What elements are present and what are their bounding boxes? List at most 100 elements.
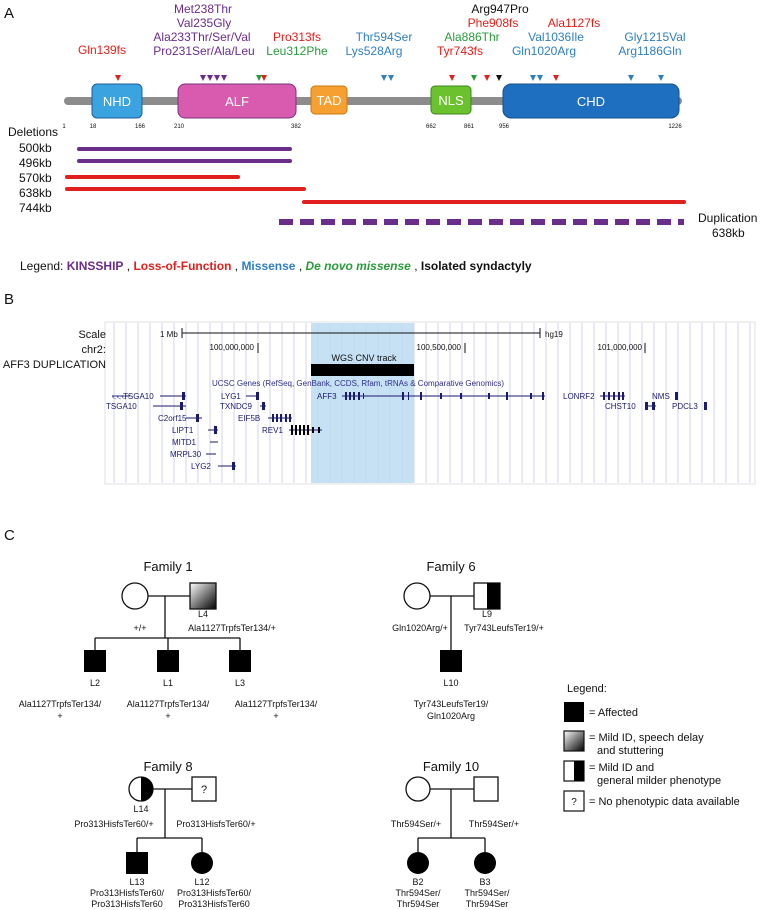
gene-exon (675, 392, 678, 400)
legend-mild-1a: = Mild ID, speech delay (589, 732, 704, 744)
genotype: Ala1127TrpfsTer134/ (235, 699, 318, 709)
genotype: Pro313HisfsTer60/ (177, 888, 252, 898)
position-label: 1226 (668, 124, 682, 130)
position-label: 18 (90, 124, 97, 130)
duplication-size: 638kb (712, 226, 745, 240)
gene-name: LYG2 (191, 462, 211, 471)
domain-chd (502, 83, 680, 119)
gene-exon (440, 393, 442, 399)
legend-sep: , (299, 259, 306, 273)
gene-exon (652, 402, 655, 410)
legend-title: Legend: (567, 683, 607, 695)
gene-names: <<< TSGA10 TSGA10 LYG1 AFF3 LONRF2 NMS C… (106, 392, 698, 471)
pedigree-family-10: Family 10 Thr594Ser/+ Thr594Ser/+ B2 B3 … (391, 759, 519, 909)
legend-affected: = Affected (589, 707, 638, 719)
position-label: 166 (135, 124, 146, 130)
genotype: + (57, 711, 62, 721)
gene-exon (318, 427, 320, 433)
gene-exon (285, 414, 287, 422)
genotype: Tyr743LeufsTer19/+ (464, 623, 544, 633)
marker-black (496, 75, 502, 81)
mutation-label: Gln139fs (78, 43, 126, 57)
legend-unknown-symbol (563, 790, 585, 812)
father-symbol-mild (189, 582, 217, 610)
individual-id: B3 (479, 877, 490, 887)
pedigree-family-6: Family 6 L9 Tyr743LeufsTer19/+ Gln1020Ar… (392, 559, 544, 721)
individual-id: L1 (163, 678, 173, 688)
gene-exon (488, 393, 490, 399)
deletion-label: 500kb (19, 141, 52, 155)
genotype: Thr594Ser/+ (391, 819, 441, 829)
father-symbol-half-fill (487, 583, 500, 609)
gene-exon (180, 402, 183, 410)
gene-exon (645, 402, 648, 410)
gene-name: MITD1 (172, 438, 197, 447)
gene-exon (704, 402, 707, 410)
genotype: Pro313HisfsTer60/+ (74, 819, 153, 829)
gene-exon (408, 392, 409, 400)
child-affected (191, 852, 213, 874)
panel-c-label: C (4, 527, 15, 544)
panel-c: C Family 1 L4 Ala1127TrpfsTer134/+ +/+ L… (4, 527, 740, 909)
genotype: Thr594Ser/ (395, 888, 441, 898)
deletions-title: Deletions (8, 125, 58, 139)
domain-label: ALF (225, 94, 249, 109)
gene-exon (613, 392, 615, 400)
genotype: Thr594Ser/ (464, 888, 510, 898)
legend-mild-1b: and stuttering (597, 745, 664, 757)
domain-labels: NHD ALF TAD NLS CHD (103, 93, 605, 109)
legend-half-symbol-fill (574, 761, 584, 781)
gene-exon (618, 392, 620, 400)
marker-blue (658, 75, 664, 81)
position-label: 382 (291, 124, 302, 130)
genotype: Pro313HisfsTer60 (91, 899, 163, 909)
gene-exon (307, 425, 309, 435)
residue-positions: 1 18 166 210 382 662 861 956 1226 (62, 124, 682, 130)
marker-red (553, 75, 559, 81)
mutation-label: Ala233Thr/Ser/Val (153, 30, 250, 44)
deletion-bars (65, 147, 686, 204)
child-affected (84, 650, 106, 672)
marker-blue (537, 75, 543, 81)
marker-purple (221, 75, 227, 81)
gene-exon (460, 393, 462, 399)
coord-label: 100,500,000 (417, 343, 462, 352)
mutation-label: Tyr743fs (437, 44, 483, 58)
father-symbol (473, 776, 499, 802)
mutation-label: Gly1215Val (624, 30, 685, 44)
pedigree-family-8: Family 8 ? L14 Pro313HisfsTer60/+ Pro313… (74, 759, 255, 909)
coord-label: 101,000,000 (598, 343, 643, 352)
gene-models (112, 392, 707, 470)
genotype: Gln1020Arg/+ (392, 623, 448, 633)
family-title: Family 1 (143, 559, 192, 574)
marker-blue (530, 75, 536, 81)
domain-label: NLS (438, 93, 464, 108)
deletion-label: 744kb (19, 201, 52, 215)
gene-exon (506, 392, 508, 400)
legend-mild-2b: general milder phenotype (597, 775, 721, 787)
genotype: Thr594Ser/+ (469, 819, 519, 829)
gene-exon (542, 392, 544, 400)
individual-id: L2 (90, 678, 100, 688)
panel-b: B Scale chr2: AFF3 DUPLICATION 1 Mb hg19… (3, 291, 756, 485)
position-label: 956 (499, 124, 510, 130)
position-label: 210 (174, 124, 185, 130)
legend-missense: Missense (241, 259, 295, 273)
panel-a-label: A (4, 5, 14, 22)
genotype: Pro313HisfsTer60 (178, 899, 250, 909)
marker-green (471, 75, 477, 81)
gene-exon (402, 392, 404, 400)
gene-exon (272, 414, 274, 422)
individual-id: B2 (412, 877, 423, 887)
marker-purple (207, 75, 213, 81)
mutation-label: Leu312Phe (266, 44, 328, 58)
legend-unknown-mark: ? (571, 797, 577, 808)
pedigree-legend: Legend: = Affected = Mild ID, speech del… (563, 683, 740, 812)
domain-label: TAD (316, 93, 341, 108)
panel-a-legend: Legend: KINSSHIP , Loss-of-Function , Mi… (20, 259, 532, 273)
legend-de-novo: De novo missense (305, 259, 411, 273)
domain-alf (177, 83, 297, 119)
gene-name: LIPT1 (172, 426, 194, 435)
chrom-coords: 100,000,000 100,500,000 101,000,000 (210, 343, 643, 352)
individual-id: L10 (443, 678, 458, 688)
